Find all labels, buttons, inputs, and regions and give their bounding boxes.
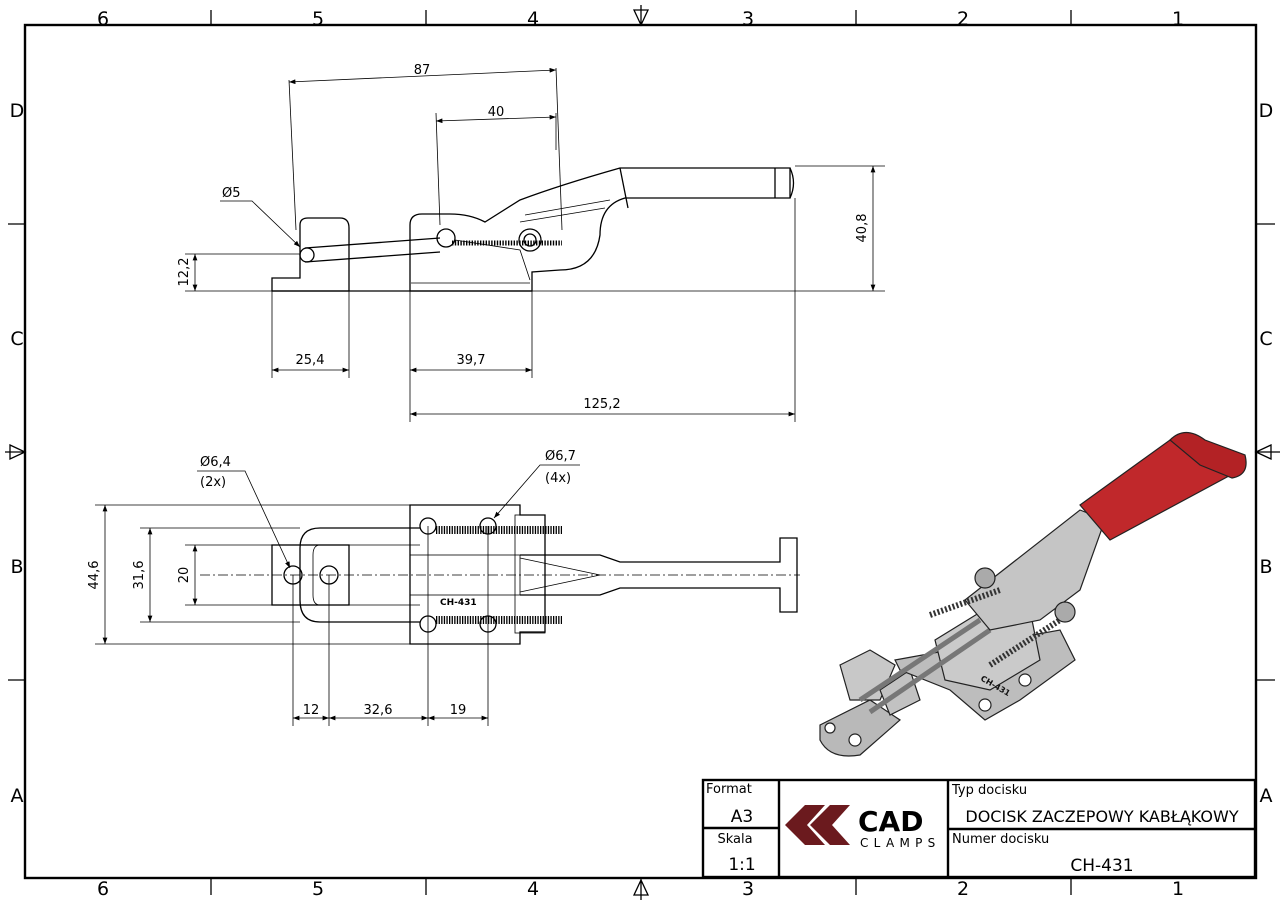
zone-row-labels: D C B A D C B A [10,100,1274,807]
dim-20: 20 [177,567,192,584]
zone-ticks [5,5,1280,900]
svg-text:C: C [1259,328,1272,350]
dim-125-2: 125,2 [583,397,620,412]
dim-12-2: 12,2 [177,258,192,287]
svg-text:2: 2 [957,878,969,900]
type-label: Typ docisku [951,783,1027,798]
svg-text:3: 3 [742,8,754,30]
hole-diameter-5: Ø5 [222,186,241,201]
svg-text:3: 3 [742,878,754,900]
dim-40-8: 40,8 [855,214,870,243]
svg-text:6: 6 [97,8,109,30]
part-mark-top: CH-431 [440,598,477,608]
dim-19: 19 [450,703,467,718]
zone-column-labels-top: 6 5 4 3 2 1 [97,8,1184,30]
svg-text:D: D [10,100,25,122]
hole-count-2x: (2x) [200,475,226,490]
format-value: A3 [731,807,753,827]
side-view: 87 40 40,8 12,2 25,4 39,7 125,2 Ø5 [177,63,885,422]
svg-text:5: 5 [312,8,324,30]
scale-value: 1:1 [728,855,755,875]
svg-text:B: B [1259,556,1272,578]
dim-39-7: 39,7 [457,353,486,368]
svg-text:A: A [11,785,24,807]
top-view: CH-431 44,6 31,6 20 12 32,6 19 Ø6,4 (2x)… [87,449,800,726]
svg-text:5: 5 [312,878,324,900]
svg-text:1: 1 [1172,8,1184,30]
svg-text:4: 4 [527,8,539,30]
scale-label: Skala [717,832,752,847]
dim-44-6: 44,6 [87,561,102,590]
hole-diameter-6-4: Ø6,4 [200,455,231,470]
logo-text-clamps: CLAMPS [860,836,941,850]
hole-diameter-6-7: Ø6,7 [545,449,576,464]
drawing-border [23,23,1258,880]
cad-clamps-logo: CAD CLAMPS [785,805,941,850]
zone-column-labels-bottom: 6 5 4 3 2 1 [97,878,1184,900]
svg-text:1: 1 [1172,878,1184,900]
dim-87: 87 [414,63,431,78]
hole-count-4x: (4x) [545,471,571,486]
dim-40: 40 [488,105,505,120]
logo-text-cad: CAD [858,805,923,838]
number-label: Numer docisku [952,832,1049,847]
type-value: DOCISK ZACZEPOWY KABŁĄKOWY [965,807,1238,826]
title-block: Format A3 Skala 1:1 CAD CLAMPS Typ docis… [701,778,1257,879]
dim-25-4: 25,4 [296,353,325,368]
svg-text:2: 2 [957,8,969,30]
svg-text:4: 4 [527,878,539,900]
svg-text:6: 6 [97,878,109,900]
isometric-view: CH-431 [819,431,1247,757]
svg-text:B: B [10,556,23,578]
number-value: CH-431 [1070,856,1133,876]
svg-text:C: C [10,328,23,350]
svg-text:A: A [1260,785,1273,807]
dim-12: 12 [303,703,320,718]
format-label: Format [706,782,752,797]
svg-text:D: D [1259,100,1274,122]
dim-31-6: 31,6 [132,561,147,590]
dim-32-6: 32,6 [364,703,393,718]
